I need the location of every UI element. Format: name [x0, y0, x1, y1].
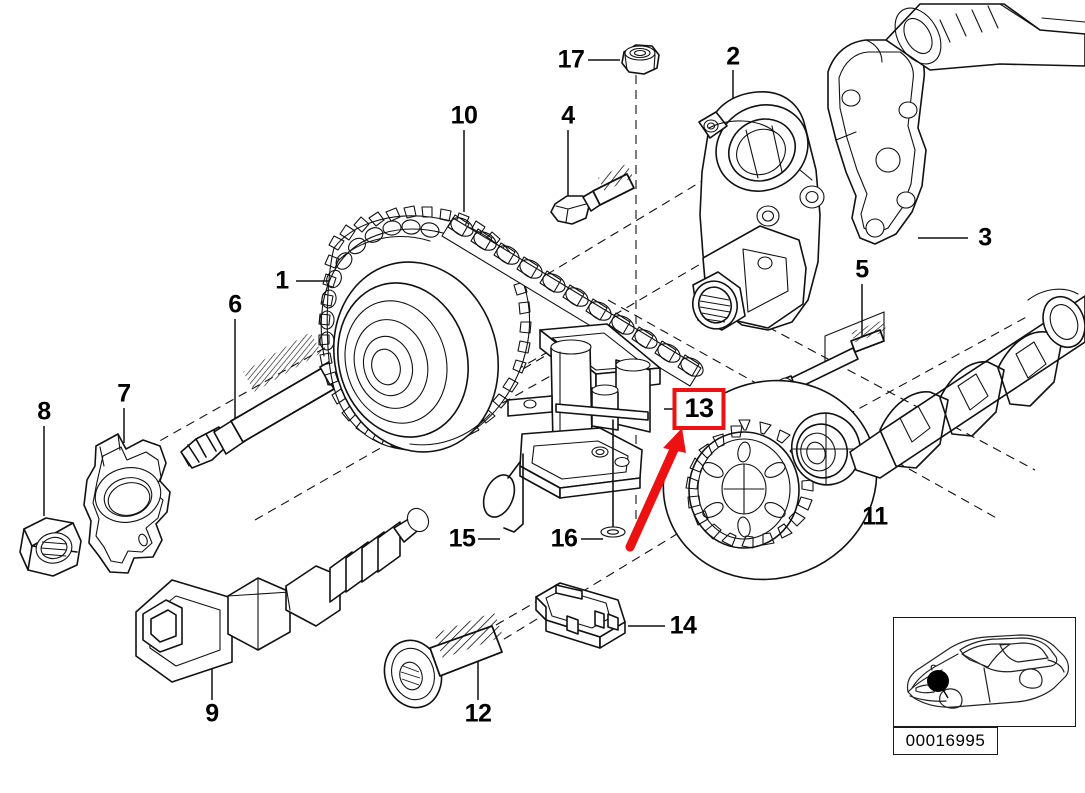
callout-number-16[interactable]: 16 — [550, 524, 578, 553]
callout-number-8[interactable]: 8 — [37, 397, 51, 426]
callout-number-11[interactable]: 11 — [862, 502, 888, 531]
callout-number-2[interactable]: 2 — [726, 42, 740, 71]
camshaft-end-top-right — [885, 3, 1085, 71]
part-8-hex-nut — [19, 517, 82, 577]
callout-number-7[interactable]: 7 — [117, 379, 131, 408]
camshaft — [849, 288, 1085, 479]
part-3-gasket — [827, 39, 927, 245]
callout-number-13-highlighted[interactable]: 13 — [672, 388, 726, 430]
part-15-spring-clip — [482, 453, 524, 533]
part-1-camshaft-sprocket-hub — [318, 205, 532, 453]
vehicle-outline-drawing — [906, 634, 1070, 709]
part-17-lock-nut — [621, 44, 660, 75]
callout-number-5[interactable]: 5 — [855, 255, 869, 284]
part-6-central-bolt — [180, 332, 353, 469]
callout-number-14[interactable]: 14 — [669, 611, 697, 640]
part-12-torx-screw — [383, 612, 504, 709]
callout-number-17[interactable]: 17 — [557, 45, 585, 74]
part-16-sealing-washer — [600, 526, 626, 538]
callout-number-6[interactable]: 6 — [228, 290, 242, 319]
part-7-impulse-wheel — [83, 433, 171, 574]
diagram-reference-code: 00016995 — [893, 727, 998, 755]
callout-number-10[interactable]: 10 — [450, 101, 478, 130]
callout-number-1[interactable]: 1 — [275, 266, 289, 295]
highlight-arrow — [625, 428, 686, 552]
callout-number-4[interactable]: 4 — [561, 101, 575, 130]
callout-number-9[interactable]: 9 — [205, 699, 219, 728]
callout-number-3[interactable]: 3 — [978, 223, 992, 252]
part-11-chain-sprocket — [662, 379, 878, 581]
part-2-vanos-housing — [692, 91, 825, 331]
part-9-solenoid-valve — [135, 507, 430, 683]
part-14-chain-guide-clamp — [535, 582, 626, 649]
part-4-hex-bolt — [550, 163, 635, 225]
vehicle-location-thumbnail — [893, 617, 1076, 727]
part-10-timing-chain — [319, 214, 704, 387]
callout-number-15[interactable]: 15 — [448, 524, 476, 553]
callout-number-12[interactable]: 12 — [464, 699, 492, 728]
part-13-vanos-adjuster-unit — [507, 323, 661, 538]
